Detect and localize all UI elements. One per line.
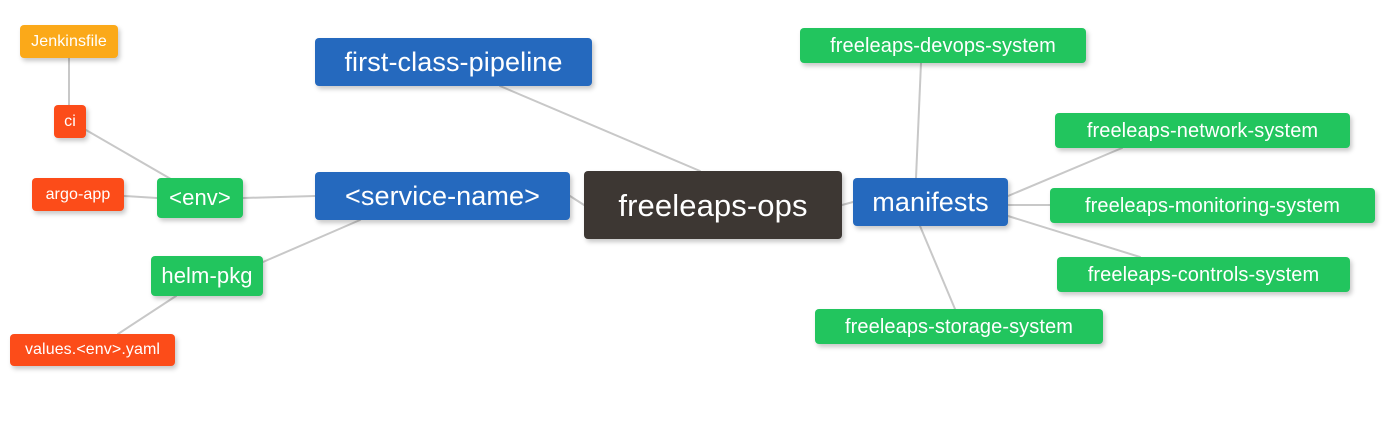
edge-freeleaps-ops-to-service-name — [569, 195, 585, 206]
edge-env-to-ci — [85, 129, 177, 183]
mindmap-node-env[interactable]: <env> — [157, 178, 243, 218]
edge-helm-pkg-to-values-env-yaml — [117, 295, 177, 335]
edge-freeleaps-ops-to-manifests — [841, 201, 854, 206]
mindmap-node-freeleaps-monitoring-system[interactable]: freeleaps-monitoring-system — [1050, 188, 1375, 223]
mindmap-node-values-env-yaml[interactable]: values.<env>.yaml — [10, 334, 175, 366]
edge-service-name-to-helm-pkg — [262, 219, 361, 263]
mindmap-node-freeleaps-storage-system[interactable]: freeleaps-storage-system — [815, 309, 1103, 344]
edge-manifests-to-freeleaps-devops-system — [915, 62, 922, 179]
edge-freeleaps-ops-to-first-class-pipeline — [499, 85, 701, 172]
mindmap-node-first-class-pipeline[interactable]: first-class-pipeline — [315, 38, 592, 86]
mindmap-node-argo-app[interactable]: argo-app — [32, 178, 124, 211]
mindmap-node-jenkinsfile[interactable]: Jenkinsfile — [20, 25, 118, 58]
edge-manifests-to-freeleaps-storage-system — [919, 225, 956, 310]
mindmap-node-freeleaps-ops[interactable]: freeleaps-ops — [584, 171, 842, 239]
mindmap-node-freeleaps-network-system[interactable]: freeleaps-network-system — [1055, 113, 1350, 148]
mindmap-node-freeleaps-devops-system[interactable]: freeleaps-devops-system — [800, 28, 1086, 63]
mindmap-node-manifests[interactable]: manifests — [853, 178, 1008, 226]
edge-env-to-argo-app — [123, 195, 158, 199]
edge-manifests-to-freeleaps-controls-system — [1007, 215, 1141, 258]
edge-manifests-to-freeleaps-network-system — [1007, 147, 1123, 197]
mindmap-node-ci[interactable]: ci — [54, 105, 86, 138]
mindmap-node-freeleaps-controls-system[interactable]: freeleaps-controls-system — [1057, 257, 1350, 292]
mindmap-node-helm-pkg[interactable]: helm-pkg — [151, 256, 263, 296]
mindmap-node-service-name[interactable]: <service-name> — [315, 172, 570, 220]
edge-service-name-to-env — [242, 195, 316, 199]
